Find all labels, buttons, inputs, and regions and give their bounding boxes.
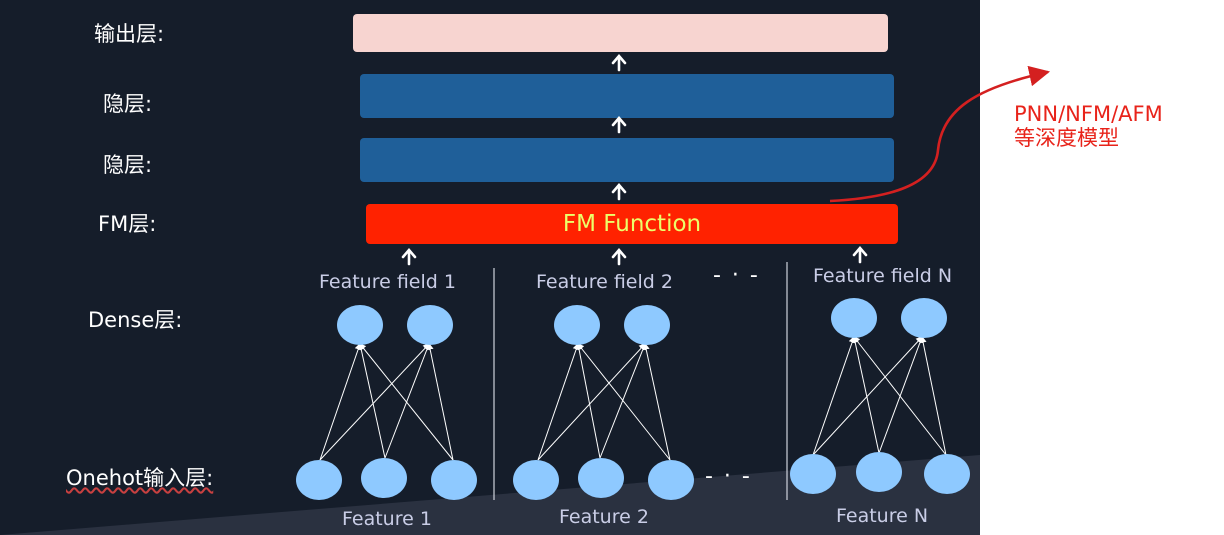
layer-label-hidden-1: 隐层:	[103, 92, 153, 116]
feature-label-1: Feature 1	[342, 508, 432, 530]
onehot-node	[431, 460, 477, 500]
onehot-node	[361, 458, 407, 498]
dense-node	[407, 305, 453, 345]
connections-field-1	[319, 342, 454, 461]
field-label-2: Feature field 2	[536, 271, 673, 293]
network-graphics	[296, 54, 970, 500]
background-wedge	[0, 455, 980, 535]
onehot-node	[296, 460, 342, 500]
layer-label-output: 输出层:	[94, 22, 165, 46]
fm-function-label: FM Function	[562, 211, 702, 237]
annotation-line-2: 等深度模型	[1014, 126, 1119, 151]
hidden-layer-bar-2	[360, 138, 894, 182]
annotation-text: PNN/NFM/AFM 等深度模型	[1014, 102, 1163, 150]
annotation-line-1: PNN/NFM/AFM	[1014, 102, 1163, 126]
dense-node	[337, 305, 383, 345]
dense-node	[831, 298, 877, 338]
onehot-node	[578, 458, 624, 498]
field-label-1: Feature field 1	[319, 271, 456, 293]
diagram-canvas: 输出层: 隐层: 隐层: FM层: Dense层: Onehot输入层: FM …	[0, 0, 980, 535]
arrow-up-icon	[611, 116, 627, 134]
dense-node	[554, 305, 600, 345]
output-layer-bar	[353, 14, 888, 52]
layer-label-fm: FM层:	[98, 212, 157, 236]
dense-node	[624, 305, 670, 345]
onehot-node	[790, 454, 836, 494]
layer-label-onehot: Onehot输入层:	[66, 466, 214, 490]
layer-label-dense: Dense层:	[88, 308, 183, 332]
ellipsis-top: - · -	[713, 263, 760, 288]
feature-label-n: Feature N	[836, 505, 929, 527]
lower-wedge	[0, 455, 980, 535]
dense-node	[901, 298, 947, 338]
arrow-up-icon	[611, 54, 627, 72]
connections-field-n	[812, 335, 947, 456]
onehot-node	[513, 460, 559, 500]
field-label-n: Feature field N	[813, 265, 953, 287]
ellipsis-bottom: - · -	[705, 464, 752, 489]
onehot-node	[856, 452, 902, 492]
connections-field-2	[537, 342, 671, 461]
onehot-node	[924, 454, 970, 494]
feature-label-2: Feature 2	[559, 506, 649, 528]
arrow-up-icon	[852, 246, 868, 264]
onehot-node	[648, 460, 694, 500]
arrow-up-icon	[401, 248, 417, 266]
arrow-up-icon	[611, 183, 627, 201]
arrow-up-icon	[611, 248, 627, 266]
fm-function-bar: FM Function	[366, 204, 898, 244]
layer-label-hidden-2: 隐层:	[103, 153, 153, 177]
hidden-layer-bar-1	[360, 74, 894, 118]
